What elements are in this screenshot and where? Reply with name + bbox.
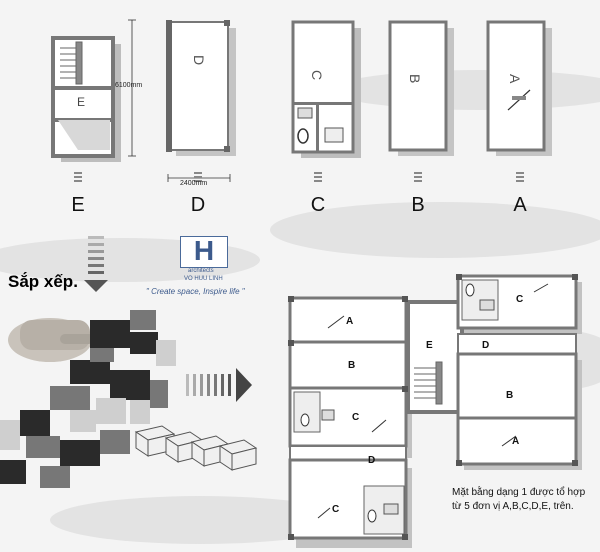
unit-b-plan bbox=[388, 20, 454, 156]
arrange-title: Sắp xếp. bbox=[8, 272, 78, 291]
unit-a-plan bbox=[486, 20, 552, 156]
arrange-down-arrow bbox=[84, 236, 108, 292]
unit-c-inner-label: C bbox=[309, 70, 325, 80]
stair-core-e bbox=[406, 300, 464, 414]
dimension-height: 6100mm bbox=[115, 82, 143, 89]
plan-label-a-left: A bbox=[346, 316, 353, 327]
unit-e-plan bbox=[51, 36, 121, 162]
unit-c-plan bbox=[291, 20, 361, 158]
plan-label-b-left: B bbox=[348, 360, 355, 371]
plan-caption-line2: từ 5 đơn vị A,B,C,D,E, trên. bbox=[452, 501, 574, 512]
arrange-right-arrow bbox=[186, 368, 252, 402]
room-b-right bbox=[456, 352, 578, 428]
plan-label-c-bottom: C bbox=[332, 504, 339, 515]
dimension-width: 2400mm bbox=[180, 180, 208, 187]
plan-label-e: E bbox=[426, 340, 433, 351]
corridor-d-left bbox=[289, 445, 407, 461]
plan-label-b-right: B bbox=[506, 390, 513, 401]
logo-letter: H bbox=[193, 235, 215, 266]
plan-label-d-left: D bbox=[368, 455, 375, 466]
stair-icon bbox=[60, 41, 83, 85]
unit-c-label: C bbox=[310, 194, 326, 216]
plan-label-c-right: C bbox=[516, 294, 523, 305]
logo-mark: H bbox=[180, 235, 228, 268]
unit-d-inner-label: D bbox=[191, 55, 207, 65]
plan-label-a-right: A bbox=[512, 436, 519, 447]
logo-line1: architects bbox=[188, 268, 214, 274]
unit-b-inner-label: B bbox=[407, 74, 423, 83]
unit-e-label: E bbox=[71, 194, 85, 216]
plan-caption-line1: Mặt bằng dạng 1 được tổ hợp bbox=[452, 487, 586, 498]
room-a-right bbox=[456, 416, 578, 466]
corridor-d-right bbox=[457, 333, 577, 355]
lego-hand-illustration bbox=[0, 310, 176, 488]
combined-floor-plan bbox=[288, 274, 582, 548]
plan-label-d-right: D bbox=[482, 340, 489, 351]
logo-line2: VO HUU LINH bbox=[184, 276, 223, 282]
down-arrows-top bbox=[74, 172, 524, 182]
unit-d-plan bbox=[166, 20, 236, 156]
plan-label-c-left: C bbox=[352, 412, 359, 423]
unit-e-inner-label: E bbox=[77, 95, 85, 109]
unit-b-label: B bbox=[411, 194, 425, 216]
unit-d-label: D bbox=[190, 194, 206, 216]
unit-a-inner-label: A bbox=[507, 74, 523, 84]
iso-unit-boxes bbox=[134, 425, 258, 471]
logo-slogan: " Create space, Inspire life " bbox=[146, 287, 245, 296]
room-b-left bbox=[288, 340, 408, 392]
unit-a-label: A bbox=[513, 194, 527, 216]
